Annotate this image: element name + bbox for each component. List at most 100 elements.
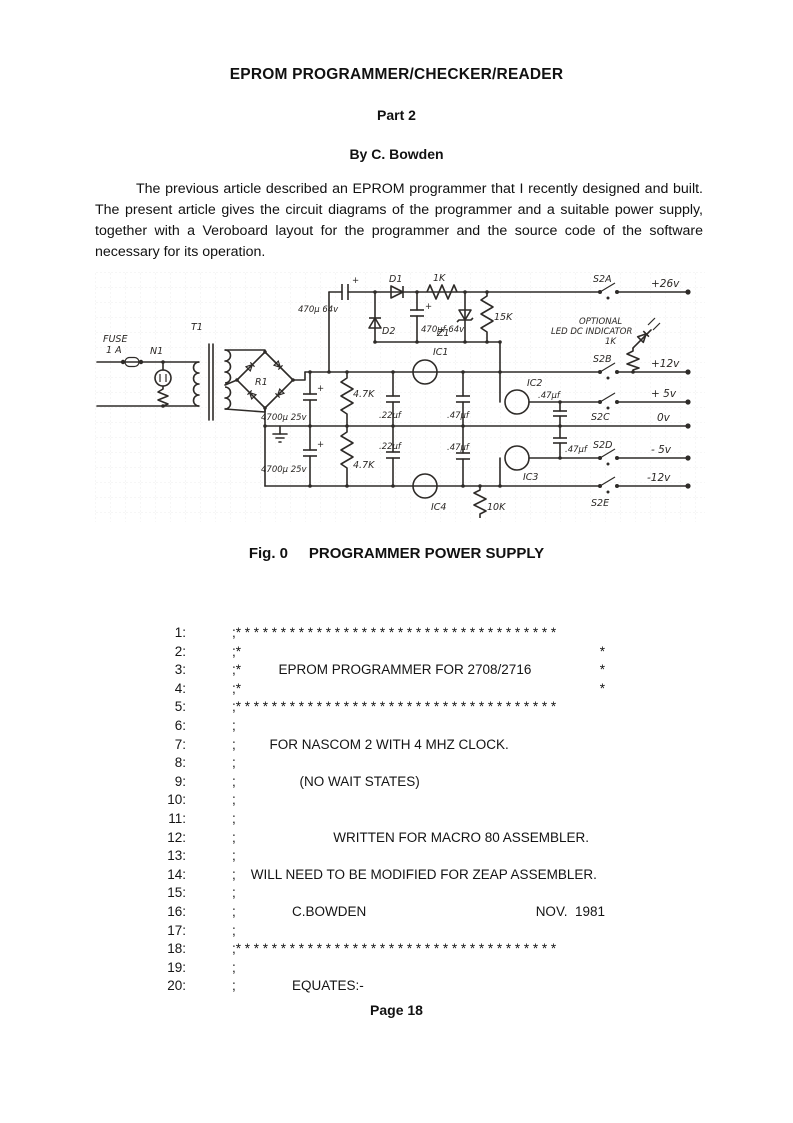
line-content: ;* * * * * * * * * * * * * * * * * * * *… [232,625,557,640]
diode-d1: D1 [389,274,404,299]
intro-paragraph: The previous article described an EPROM … [95,181,703,260]
listing-line: 14: ; WILL NEED TO BE MODIFIED FOR ZEAP A… [146,866,621,885]
resistor-47k-neg-label: 4.7K [353,460,375,471]
capacitor-22-pos-label: .22µf [379,411,403,421]
line-number: 18: [167,941,186,957]
resistor-4.7k-negative: 4.7K [340,426,375,486]
resistor-10k: 10K [473,486,506,518]
line-content: ; WRITTEN FOR MACRO 80 ASSEMBLER. [232,829,590,845]
listing-line: 20:; EQUATES:- [146,977,621,996]
transformer-label: T1 [191,322,203,333]
listing-line: 4:;** [146,680,621,699]
switch-s2e-label: S2E [591,498,609,509]
optional-label-2: LED DC INDICATOR [551,327,632,337]
line-content: ; FOR NASCOM 2 WITH 4 MHZ CLOCK. [232,736,509,752]
plus-sign: + [352,276,359,286]
resistor-10k-label: 10K [487,502,506,513]
capacitor-doubler-label: 470µ 64v [298,305,339,315]
boost-section: + 470µ 64v D2 D1 [298,273,689,403]
capacitor-doubler: + 470µ 64v [298,276,359,315]
rail-5v-label: + 5v [651,388,677,400]
regulator-ic3: IC3 [499,445,538,487]
capacitor-47-c: .47µf [447,425,471,487]
ic4-label: IC4 [431,502,446,513]
line-number: 1: [174,625,186,640]
line-content: ;* * * * * * * * * * * * * * * * * * * *… [232,941,557,957]
page-number: Page 18 [370,1002,423,1018]
switch-s2a-label: S2A [593,274,612,285]
line-number: 14: [167,866,186,882]
regulator-ic2: IC2 [504,378,542,415]
optional-label-3: 1K [605,337,617,347]
code-listing: 1: ;* * * * * * * * * * * * * * * * * * *… [146,624,621,996]
rail-12v-label: +12v [651,358,680,370]
rail-minus12v-label: -12v [647,472,671,484]
listing-line: 5: ;* * * * * * * * * * * * * * * * * * *… [146,698,621,717]
switch-s2b: S2B [593,354,619,380]
fuse-label: FUSE [103,334,127,345]
switch-s2a: S2A [593,274,619,300]
line-number: 16: [167,903,186,919]
capacitor-filter-64v: + 470µf 64v [410,291,465,343]
rail-minus5v-label: - 5v [651,444,672,456]
line-content: ; (NO WAIT STATES) [232,773,420,789]
line-content: ; [232,792,236,808]
diode-d1-label: D1 [389,274,402,285]
figure-power-supply-schematic: FUSE 1 A N1 T1 [95,272,705,522]
mains-input: FUSE 1 A N1 [96,334,200,407]
bridge-label: R1 [255,377,268,388]
line-right-content: * [599,680,605,696]
zener-z1: Z1 [436,291,474,343]
diode-d2: D2 [368,291,395,343]
capacitor-4700-pos-label: 4700µ 25v [261,413,308,423]
listing-line: 9:; (NO WAIT STATES) [146,773,621,792]
line-number: 5: [174,699,186,715]
resistor-4.7k-positive: 4.7K [340,372,375,426]
resistor-47k-pos-label: 4.7K [353,389,375,400]
junction-dots [161,290,635,488]
graph-paper-grid [95,272,705,522]
regulator-ic4: IC4 [412,473,446,513]
listing-line: 8:; [146,754,621,773]
switch-s2c: S2C [591,392,619,423]
ground-symbol [272,425,288,443]
listing-line: 17:; [146,922,621,941]
listing-line: 18: ;* * * * * * * * * * * * * * * * * * … [146,940,621,959]
line-number: 11: [168,810,186,826]
plus-sign: + [317,440,324,450]
line-content: ;* * * * * * * * * * * * * * * * * * * *… [232,699,557,715]
line-content: ; [232,959,236,975]
capacitor-22-positive: .22µf [379,371,403,427]
line-number: 17: [167,922,186,938]
capacitor-47-b-label: .47µf [538,391,562,401]
listing-line: 10:; [146,791,621,810]
page-title: EPROM PROGRAMMER/CHECKER/READER [229,66,564,83]
line-number: 8: [174,755,186,771]
optional-led-indicator: OPTIONAL LED DC INDICATOR 1K [551,317,661,372]
line-number: 10: [167,792,186,808]
line-content: ;* [232,680,242,696]
capacitor-filter-label: 470µf 64v [421,325,465,335]
line-number: 13: [167,848,186,864]
line-number: 12: [167,829,186,845]
fuse-rating-label: 1 A [106,345,122,356]
listing-line: 2:;** [146,643,621,662]
capacitor-47-a: .47µf [447,371,471,427]
optional-label-1: OPTIONAL [579,317,622,327]
line-content: ; WILL NEED TO BE MODIFIED FOR ZEAP ASSE… [232,866,597,882]
resistor-15k: 15K [480,292,513,342]
byline: By C. Bowden [349,146,444,162]
rail-0v-label: 0v [657,412,671,424]
listing-line: 13:; [146,847,621,866]
line-number: 2: [174,643,186,659]
line-right-content: * [599,643,605,659]
listing-line: 1: ;* * * * * * * * * * * * * * * * * * *… [146,624,621,643]
listing-line: 6:; [146,717,621,736]
listing-line: 3:;* EPROM PROGRAMMER FOR 2708/2716* [146,661,621,680]
switch-s2c-label: S2C [591,412,610,423]
line-content: ;* EPROM PROGRAMMER FOR 2708/2716 [232,662,532,678]
resistor-15k-label: 15K [494,312,513,323]
line-content: ; [232,848,236,864]
line-number: 20: [167,978,186,994]
